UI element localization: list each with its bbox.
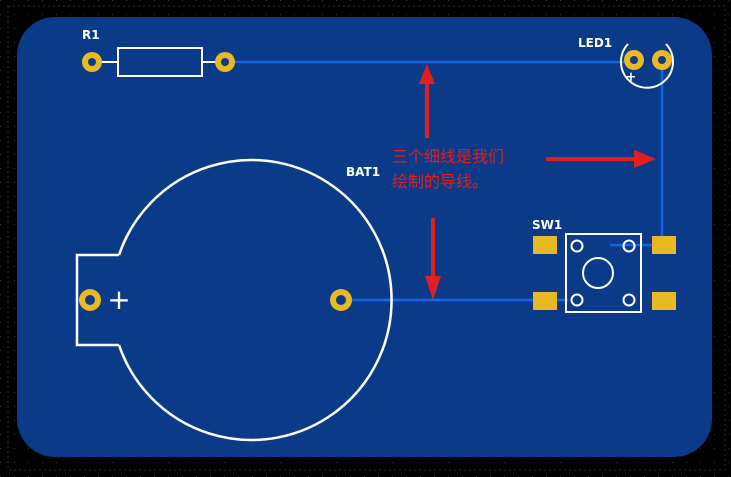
arrow-right bbox=[546, 150, 656, 168]
grid-frame bbox=[7, 5, 726, 471]
battery-outline bbox=[117, 158, 393, 442]
battery-tab bbox=[75, 253, 119, 347]
led-plus-mark: + bbox=[626, 70, 637, 85]
resistor-r1[interactable] bbox=[82, 47, 235, 77]
annotation-line-1: 三个细线是我们 bbox=[392, 147, 504, 166]
sw1-pad-1[interactable] bbox=[533, 236, 557, 254]
battery-plus-mark: + bbox=[107, 283, 130, 316]
annotation-line-2: 绘制的导线。 bbox=[392, 172, 488, 191]
sw1-pad-4[interactable] bbox=[652, 292, 676, 310]
sw1-pad-2[interactable] bbox=[652, 236, 676, 254]
label-sw1: SW1 bbox=[532, 218, 562, 232]
switch-body bbox=[565, 233, 642, 313]
pcb-board bbox=[17, 17, 712, 457]
label-led1: LED1 bbox=[578, 36, 612, 50]
switch-button bbox=[582, 257, 614, 289]
switch-sw1[interactable] bbox=[533, 233, 676, 313]
led-outline bbox=[620, 43, 674, 89]
led-led1[interactable]: + bbox=[620, 43, 674, 89]
sw1-pad-3[interactable] bbox=[533, 292, 557, 310]
annotation-arrows bbox=[419, 64, 656, 300]
label-r1: R1 bbox=[82, 28, 100, 42]
arrow-up bbox=[419, 64, 435, 138]
arrow-down bbox=[425, 218, 441, 300]
battery-bat1[interactable]: + bbox=[75, 158, 393, 442]
label-bat1: BAT1 bbox=[346, 165, 380, 179]
